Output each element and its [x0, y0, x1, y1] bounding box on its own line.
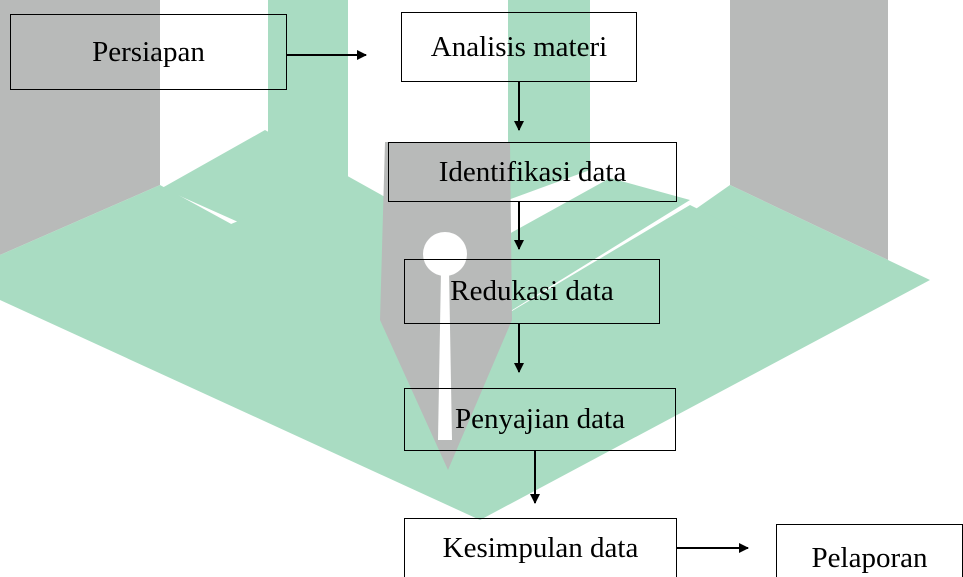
node-analisis-materi: Analisis materi	[401, 12, 637, 82]
node-identifikasi-data: Identifikasi data	[388, 142, 677, 202]
node-pelaporan: Pelaporan	[776, 524, 963, 577]
node-penyajian-data: Penyajian data	[404, 388, 676, 451]
watermark-gray-pillars	[0, 0, 888, 260]
node-persiapan: Persiapan	[10, 14, 287, 90]
node-redukasi-data: Redukasi data	[404, 259, 660, 324]
node-kesimpulan-data: Kesimpulan data	[404, 518, 677, 577]
